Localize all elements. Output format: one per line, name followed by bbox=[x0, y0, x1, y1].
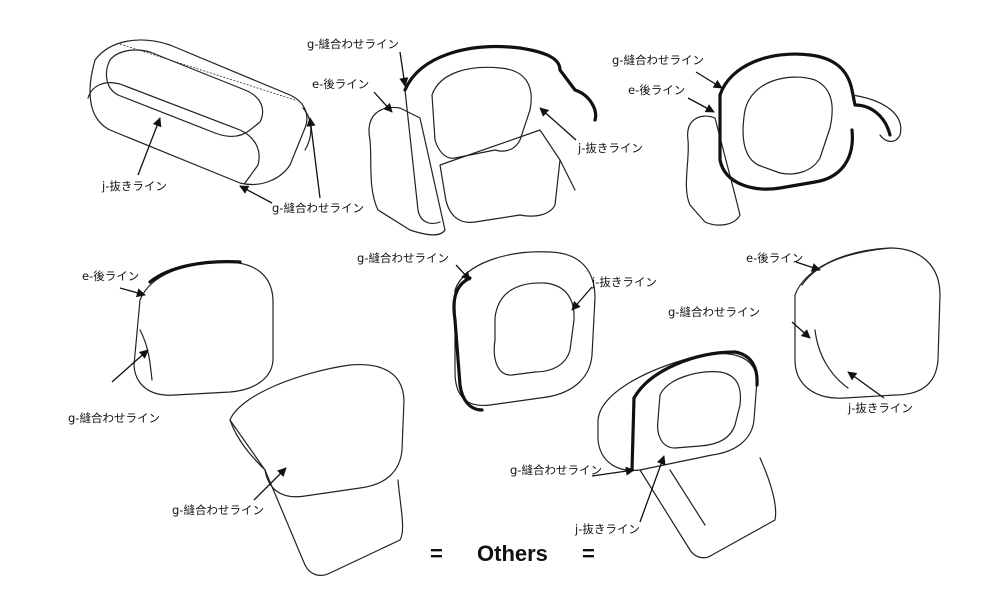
label-g-line-7: g-縫合わせライン bbox=[510, 463, 602, 477]
tall-backrest-figure bbox=[229, 363, 405, 576]
label-e-line-3: e-後ライン bbox=[628, 83, 685, 97]
backrest-seat-figure bbox=[368, 44, 598, 236]
footer-equals-right: = bbox=[582, 541, 595, 566]
label-e-line-8: e-後ライン bbox=[746, 251, 803, 265]
arrow-e-line-8 bbox=[795, 261, 821, 272]
label-g-line-5: g-縫合わせライン bbox=[172, 503, 264, 517]
label-g-line-1: g-縫合わせライン bbox=[272, 201, 364, 215]
arrow-g-line-3 bbox=[695, 71, 723, 89]
lower-right-backrest-figure bbox=[597, 350, 777, 559]
label-g-line-8: g-縫合わせライン bbox=[668, 305, 760, 319]
arrow-j-line-6 bbox=[571, 286, 593, 311]
label-j-line-7: j-抜きライン bbox=[574, 522, 640, 536]
label-g-line-2: g-縫合わせライン bbox=[307, 37, 399, 51]
arrow-j-line-7 bbox=[639, 455, 666, 523]
label-e-line-2: e-後ライン bbox=[312, 77, 369, 91]
arrow-e-line-4 bbox=[119, 287, 146, 298]
label-j-line-2: j-抜きライン bbox=[577, 141, 643, 155]
arrow-j-line-1 bbox=[137, 117, 162, 176]
arrow-g-line-4 bbox=[111, 349, 149, 383]
arrow-g-line-6 bbox=[455, 264, 471, 281]
arrow-e-line-3 bbox=[687, 97, 715, 113]
arrow-g-line-2 bbox=[399, 51, 409, 87]
label-e-line-4: e-後ライン bbox=[82, 269, 139, 283]
rounded-backrest-figure bbox=[794, 247, 941, 399]
seat-pad-figure bbox=[87, 39, 312, 186]
label-g-line-3: g-縫合わせライン bbox=[612, 53, 704, 67]
arrow-g-line-8 bbox=[791, 321, 811, 339]
footer-equals-left: = bbox=[430, 541, 443, 566]
arrow-g-line-1b bbox=[239, 185, 273, 204]
footer-others-text: Others bbox=[477, 541, 548, 566]
arrow-g-line-5 bbox=[253, 467, 287, 501]
arrow-e-line-2 bbox=[373, 91, 393, 113]
arrow-j-line-2 bbox=[539, 107, 577, 141]
label-j-line-1: j-抜きライン bbox=[101, 179, 167, 193]
label-g-line-4: g-縫合わせライン bbox=[68, 411, 160, 425]
small-backrest-figure bbox=[133, 260, 274, 396]
center-backrest-figure bbox=[452, 251, 596, 412]
winged-backrest-figure bbox=[685, 52, 902, 226]
label-g-line-6: g-縫合わせライン bbox=[357, 251, 449, 265]
arrow-g-line-7 bbox=[591, 466, 635, 477]
label-j-line-6: j-抜きライン bbox=[591, 275, 657, 289]
arrow-g-line-1a bbox=[306, 117, 321, 199]
arrow-j-line-8 bbox=[847, 371, 885, 399]
label-j-line-8: j-抜きライン bbox=[847, 401, 913, 415]
